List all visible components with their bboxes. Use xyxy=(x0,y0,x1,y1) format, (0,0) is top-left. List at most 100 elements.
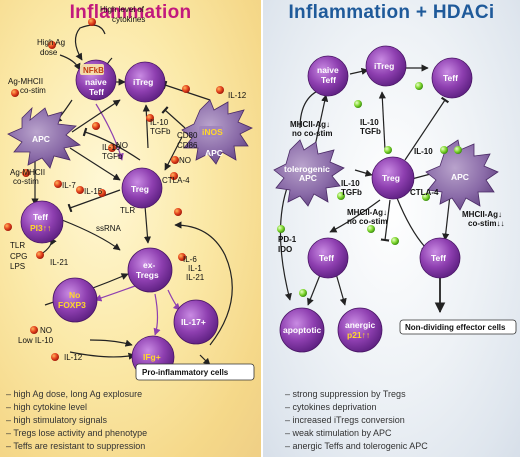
right-bullet: – weak stimulation by APC xyxy=(285,428,392,438)
label-il6: IL-6 xyxy=(183,255,197,264)
left-teff-cell xyxy=(20,200,64,244)
label-il10-b2: TGFb xyxy=(102,152,123,161)
label-r-ctla4: CTLA-4 xyxy=(410,188,439,197)
left-apc-cell xyxy=(7,106,81,169)
label-r-anergic2: p21↑↑ xyxy=(347,330,370,340)
right-labels: naive Teff iTreg Teff MHCII-Ag↓ no co-st… xyxy=(278,61,506,340)
left-bullet: – Teffs are resistant to suppression xyxy=(6,441,146,451)
label-no-foxp3-2: FOXP3 xyxy=(58,300,86,310)
right-bullet: – increased iTregs conversion xyxy=(285,415,405,425)
label-il10-a1: IL-10 xyxy=(150,118,169,127)
label-r-il10-b1: IL-10 xyxy=(341,179,360,188)
right-anergic-cell xyxy=(337,307,383,353)
label-lps: LPS xyxy=(10,262,25,271)
label-high-cyt2: cytokines xyxy=(112,15,145,24)
label-il15: IL-15 xyxy=(84,187,103,196)
left-extregs-cell xyxy=(127,247,173,293)
left-title: Inflammation xyxy=(69,2,192,23)
label-no-b: NO xyxy=(116,141,128,150)
right-teff-right-cell xyxy=(419,237,461,279)
right-teff-top-cell xyxy=(431,57,473,99)
right-cytokine-dots xyxy=(277,82,462,297)
left-itreg-cell xyxy=(124,61,166,103)
label-il12-bot: IL-12 xyxy=(64,353,83,362)
left-cytokine-dots xyxy=(4,18,224,361)
label-r-il10-b2: TGFb xyxy=(341,188,362,197)
label-r-mhc-c2: co-stim↓↓ xyxy=(468,219,504,228)
label-itreg: iTreg xyxy=(133,77,153,87)
right-bullet: – cytokines deprivation xyxy=(285,402,377,412)
label-il1: IL-1 xyxy=(188,264,202,273)
label-naive2: Teff xyxy=(89,87,104,97)
label-teff-left: Teff xyxy=(33,212,48,222)
label-ctla4-left: CTLA-4 xyxy=(162,176,190,185)
label-r-tol1: tolerogenic xyxy=(284,164,330,174)
label-naive1: naive xyxy=(85,77,107,87)
left-treg-cell xyxy=(121,167,163,209)
label-apc-right: APC xyxy=(205,148,223,158)
label-r-teff-right: Teff xyxy=(431,253,446,263)
label-r-tol2: APC xyxy=(299,173,317,183)
right-bullet: – anergic Teffs and tolerogenic APC xyxy=(285,441,428,451)
right-naive-teff-cell xyxy=(307,55,349,97)
right-nondividing-box xyxy=(399,319,517,335)
label-r-il10-a1: IL-10 xyxy=(360,118,379,127)
label-agmhc4: co-stim xyxy=(13,177,39,186)
label-proinflammatory: Pro-inflammatory cells xyxy=(142,368,229,377)
label-agmhc1: Ag-MHCII xyxy=(8,77,43,86)
label-r-il10-a2: TGFb xyxy=(360,127,381,136)
label-tlr-b: TLR xyxy=(10,241,25,250)
label-ex1: ex- xyxy=(143,260,155,270)
right-title: Inflammation + HDACi xyxy=(288,2,495,23)
label-cpg: CPG xyxy=(10,252,27,261)
left-proinflammatory-box xyxy=(135,363,255,381)
label-r-anergic1: anergic xyxy=(345,320,376,330)
label-r-mhc-a1: MHCII-Ag↓ xyxy=(290,120,330,129)
right-teff-mid-cell xyxy=(307,237,349,279)
label-r-nondividing: Non-dividing effector cells xyxy=(405,323,506,332)
label-cd86: CD86 xyxy=(177,141,198,150)
label-pi3: PI3↑↑ xyxy=(30,223,51,233)
label-high-cyt1: High level of xyxy=(100,5,145,14)
right-tolerogenic-apc-cell xyxy=(273,139,345,207)
label-r-pd1: PD-1 xyxy=(278,235,297,244)
left-bullet-list: – high Ag dose, long Ag explosure – high… xyxy=(6,388,147,453)
label-r-apoptotic: apoptotic xyxy=(283,325,322,335)
left-labels: High Ag dose High level of cytokines NFk… xyxy=(8,5,247,377)
left-bullet: – high Ag dose, long Ag explosure xyxy=(6,389,143,399)
left-bullet: – high cytokine level xyxy=(6,402,88,412)
label-ifg: IFg+ xyxy=(143,352,161,362)
label-il21: IL-21 xyxy=(50,258,69,267)
right-apoptotic-cell xyxy=(279,307,325,353)
label-treg-left: Treg xyxy=(131,184,149,194)
label-il10-b1: IL-10 xyxy=(102,143,121,152)
left-bullet: – Tregs lose activity and phenotype xyxy=(6,428,148,438)
label-no-foxp3-1: No xyxy=(69,290,80,300)
label-r-itreg: iTreg xyxy=(374,61,394,71)
left-bullet: – high stimulatory signals xyxy=(6,415,108,425)
label-r-teff-mid: Teff xyxy=(319,253,334,263)
label-r-naive2: Teff xyxy=(321,75,336,85)
label-inos: iNOS xyxy=(202,127,223,137)
right-bullet-list: – strong suppression by Tregs – cytokine… xyxy=(285,388,428,453)
label-r-mhc-b1: MHCII-Ag↓ xyxy=(347,208,387,217)
label-no-c: NO xyxy=(40,326,52,335)
label-ex2: Tregs xyxy=(136,270,159,280)
label-low-il10: Low IL-10 xyxy=(18,336,54,345)
label-r-apc: APC xyxy=(451,172,469,182)
left-il17-cell xyxy=(173,299,219,345)
label-r-mhc-b2: no co-stim xyxy=(347,217,387,226)
label-apc-left: APC xyxy=(32,134,50,144)
label-r-il10-c: IL-10 xyxy=(414,147,433,156)
label-r-mhc-c1: MHCII-Ag↓ xyxy=(462,210,502,219)
label-il17: IL-17+ xyxy=(181,317,206,327)
right-apc-cell xyxy=(425,139,499,211)
label-r-ido: IDO xyxy=(278,245,292,254)
label-ssrna: ssRNA xyxy=(96,224,122,233)
label-high-ag: High Ag xyxy=(37,38,65,47)
label-il21b: IL-21 xyxy=(186,273,205,282)
left-nofoxp3-cell xyxy=(52,277,98,323)
label-cd80: CD80 xyxy=(177,131,198,140)
label-r-teff-top: Teff xyxy=(443,73,458,83)
